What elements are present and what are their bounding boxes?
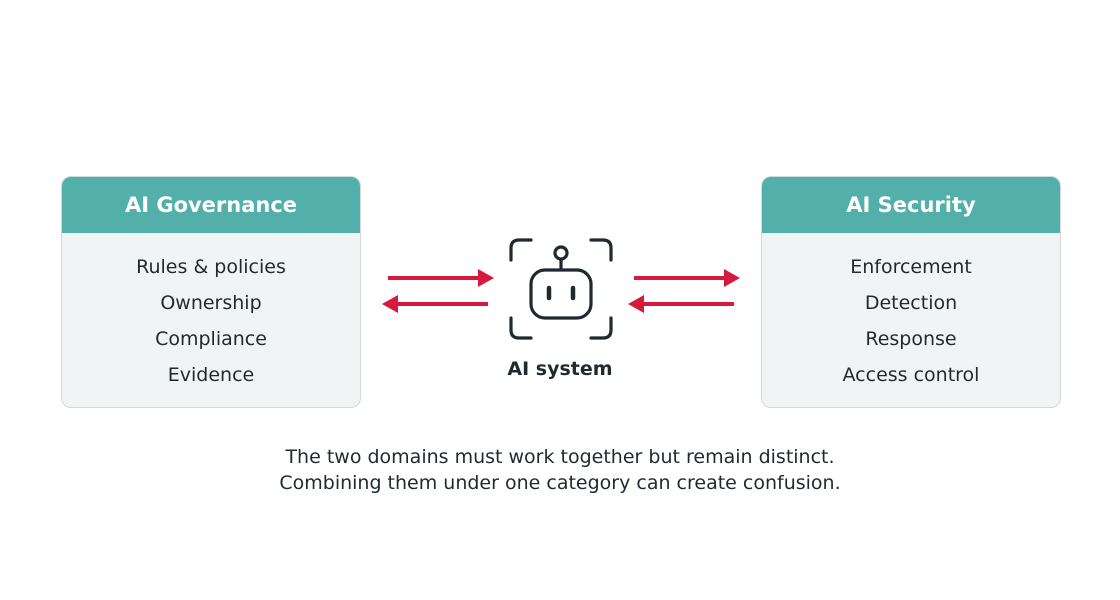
right-bidirectional-arrows	[628, 269, 740, 313]
governance-item: Compliance	[155, 328, 267, 350]
governance-item: Ownership	[160, 292, 262, 314]
caption-line-2: Combining them under one category can cr…	[279, 472, 841, 494]
ai-system-label: AI system	[507, 358, 613, 380]
caption: The two domains must work together but r…	[160, 444, 960, 496]
security-item: Enforcement	[850, 256, 972, 278]
governance-card: AI Governance Rules & policies Ownership…	[61, 176, 361, 408]
governance-item: Rules & policies	[136, 256, 286, 278]
governance-item: Evidence	[167, 364, 255, 386]
security-title: AI Security	[762, 177, 1060, 233]
arrow-right-icon	[634, 269, 740, 287]
caption-line-1: The two domains must work together but r…	[285, 446, 835, 468]
left-bidirectional-arrows	[382, 269, 494, 313]
governance-title: AI Governance	[62, 177, 360, 233]
arrow-right-icon	[388, 269, 494, 287]
security-item: Response	[865, 328, 957, 350]
security-item: Detection	[864, 292, 958, 314]
robot-icon	[509, 238, 613, 340]
security-card: AI Security Enforcement Detection Respon…	[761, 176, 1061, 408]
arrow-left-icon	[628, 295, 734, 313]
arrow-left-icon	[382, 295, 488, 313]
security-item: Access control	[842, 364, 980, 386]
governance-list: Rules & policies Ownership Compliance Ev…	[62, 233, 360, 393]
security-list: Enforcement Detection Response Access co…	[762, 233, 1060, 393]
